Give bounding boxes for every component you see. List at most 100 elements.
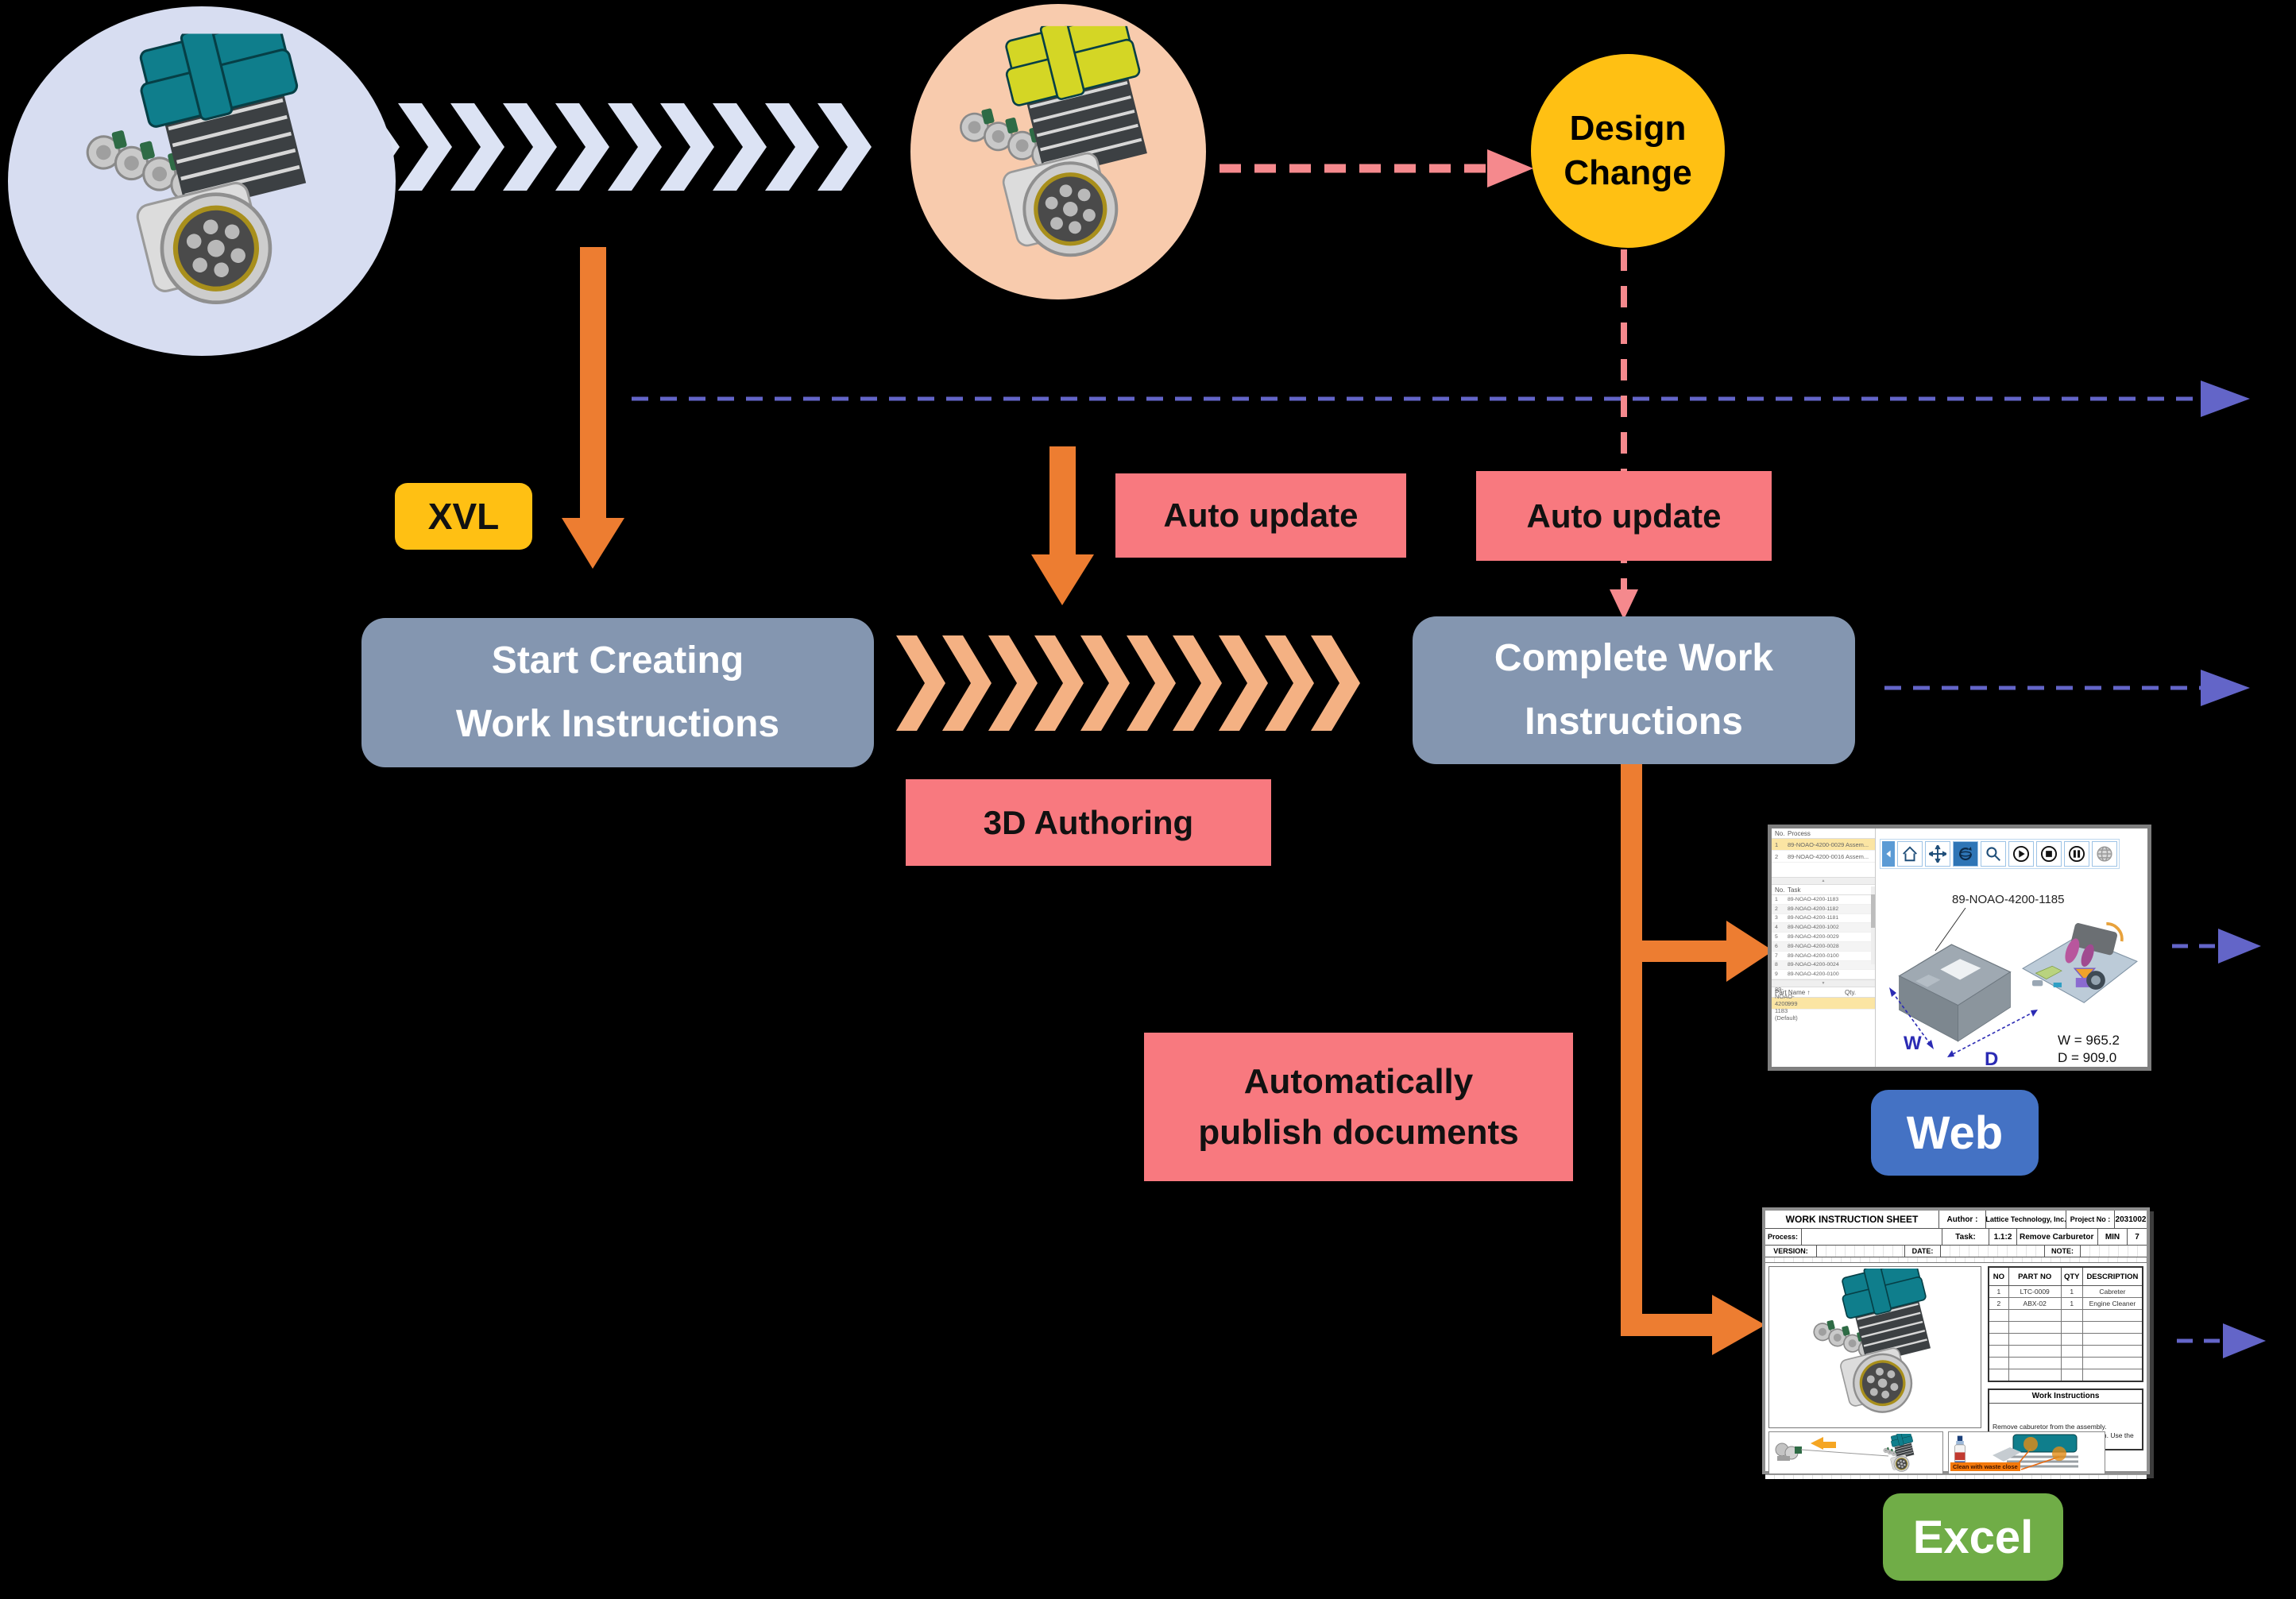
auto-publish-line1: Automatically	[1243, 1061, 1474, 1101]
design-change-label-line2: Change	[1564, 153, 1692, 192]
chevron-flow-2	[896, 635, 1360, 731]
row-number: 1	[1775, 840, 1779, 848]
grid-margin	[1765, 1257, 2147, 1263]
engine-closeup-image	[1993, 1434, 2078, 1470]
project-value: 2031002	[2115, 1215, 2147, 1224]
chevron	[398, 103, 452, 191]
parts-column-header: QTY	[2060, 1266, 2083, 1286]
chevron	[1219, 635, 1268, 731]
task-scrollbar	[1871, 886, 1875, 964]
chevron	[713, 103, 767, 191]
chevron	[818, 103, 872, 191]
chevron	[1265, 635, 1314, 731]
table-cell	[1988, 1321, 2009, 1334]
chevron	[896, 635, 945, 731]
complete-work-instructions-box: Complete Work Instructions	[1413, 616, 1855, 764]
table-cell: 1	[2060, 1285, 2083, 1298]
sphere-icon	[2092, 841, 2117, 867]
table-cell: Cabreter	[2081, 1285, 2143, 1298]
table-cell	[2008, 1345, 2062, 1358]
chevron-flow-1	[346, 103, 872, 191]
timeline-arrowhead-4	[2223, 1323, 2266, 1358]
min-label: MIN	[2098, 1229, 2128, 1245]
pan-icon	[1925, 841, 1950, 867]
assembly-part-image	[2021, 921, 2139, 1005]
row-number: 2	[1775, 906, 1778, 912]
table-cell	[2008, 1369, 2062, 1382]
zoom-icon	[1981, 841, 2006, 867]
task-label: Task:	[1942, 1229, 1989, 1245]
table-cell	[1988, 1309, 2009, 1322]
dim-w-letter: W	[1904, 1033, 1922, 1054]
row-value: 89-NOAO-4200-0100	[1788, 971, 1839, 978]
excel-work-instruction-sheet: WORK INSTRUCTION SHEET Author : Lattice …	[1762, 1207, 2150, 1479]
project-label: Project No :	[2066, 1211, 2115, 1228]
list-item: 8 89-NOAO-4200-0024	[1772, 960, 1875, 971]
list-item: 2 89-NOAO-4200-1182	[1772, 904, 1875, 914]
row-number: 4	[1775, 925, 1778, 931]
part-table-header: Part Name ↑ Qty.	[1772, 987, 1875, 998]
date-label: DATE:	[1905, 1246, 1941, 1257]
table-cell	[2081, 1357, 2143, 1369]
part-table: 89-NOAO-4200-1183 (Default)999	[1772, 986, 1875, 1022]
table-row	[1988, 1333, 2143, 1346]
start-work-instructions-box: Start Creating Work Instructions	[361, 618, 874, 767]
stop-icon	[2036, 841, 2062, 867]
row-value: 999	[1788, 999, 1798, 1007]
row-value: 89-NOAO-4200-0028	[1788, 943, 1839, 949]
table-cell	[2081, 1333, 2143, 1346]
author-value: Lattice Technology, Inc.	[1986, 1211, 2066, 1228]
table-cell	[2008, 1357, 2062, 1369]
table-cell	[1988, 1369, 2009, 1382]
row-value: 89-NOAO-4200-1181	[1788, 915, 1839, 921]
table-cell	[1988, 1357, 2009, 1369]
date-cells	[1941, 1246, 2045, 1257]
table-cell	[2081, 1369, 2143, 1382]
rotate-icon	[1953, 841, 1978, 867]
row-value: 89-NOAO-4200-1182	[1788, 906, 1839, 912]
auto-update-badge-right: Auto update	[1476, 471, 1772, 561]
viewer-toolbar	[1880, 839, 2120, 869]
chevron	[988, 635, 1038, 731]
timeline-arrowhead-3	[2218, 929, 2261, 964]
dimension-arrows	[1889, 987, 2038, 1057]
table-cell: 1	[1988, 1285, 2009, 1298]
row-value: 89-NOAO-4200-0029 Assem...	[1788, 840, 1869, 848]
model-part-label: 89-NOAO-4200-1185	[1952, 893, 2064, 906]
table-cell	[1988, 1345, 2009, 1358]
table-cell: 2	[1988, 1297, 2009, 1310]
version-label: VERSION:	[1765, 1246, 1817, 1257]
version-cells	[1817, 1246, 1905, 1257]
timeline-arrowhead-2	[2201, 670, 2250, 706]
table-cell	[2008, 1309, 2062, 1322]
step-image-clean: Clean with waste close	[1948, 1431, 2105, 1474]
row-value: 89-NOAO-4200-0024	[1788, 962, 1839, 968]
row-number: 2	[1775, 852, 1779, 860]
orange-arrows	[562, 247, 1773, 1355]
parts-column-header: PART NO	[2008, 1266, 2062, 1286]
row-number: 1	[1775, 896, 1778, 902]
chevron	[608, 103, 662, 191]
chevron	[765, 103, 819, 191]
play-icon	[2008, 841, 2034, 867]
3d-authoring-badge: 3D Authoring	[906, 779, 1271, 866]
table-cell	[2081, 1309, 2143, 1322]
clean-callout-label: Clean with waste close	[1950, 1462, 2020, 1471]
chevron	[1311, 635, 1360, 731]
parts-column-header: DESCRIPTION	[2081, 1266, 2143, 1286]
table-row	[1988, 1357, 2143, 1369]
row-number: 8	[1775, 962, 1778, 968]
design-change-label-line1: Design	[1569, 109, 1687, 148]
design-change-node: Design Change	[1531, 54, 1725, 248]
